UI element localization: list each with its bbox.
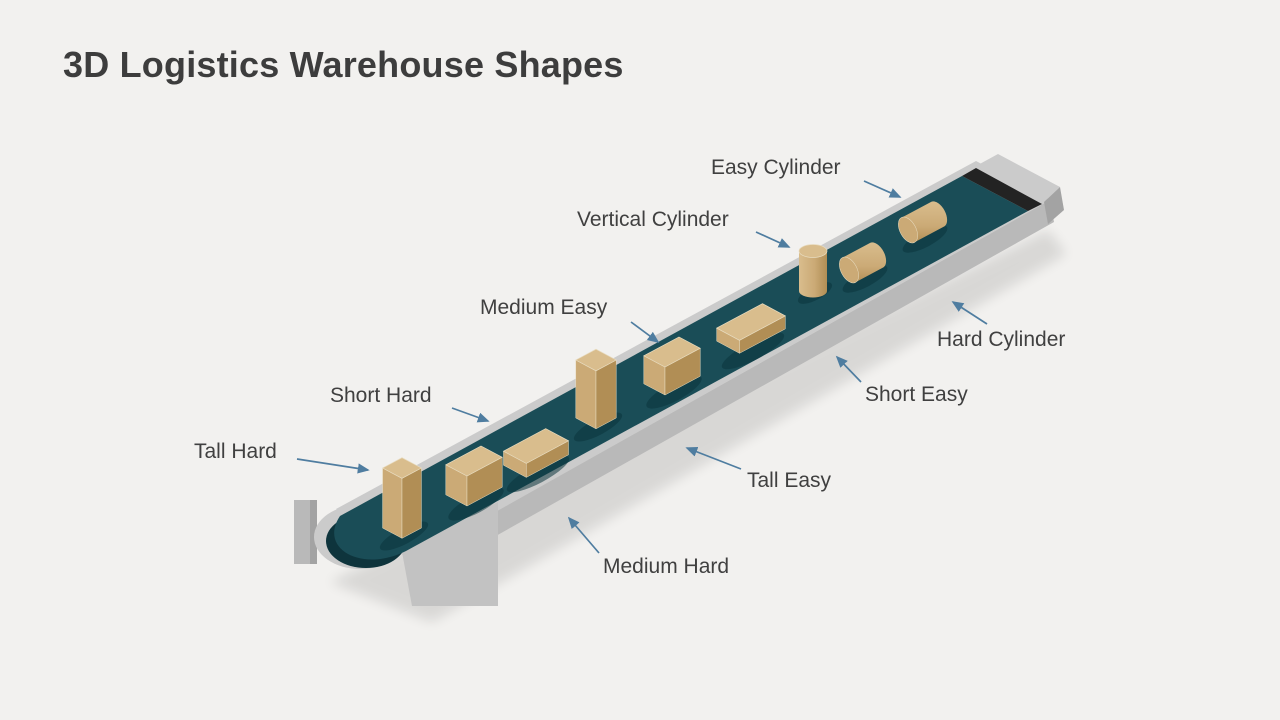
medium-hard-box <box>445 445 503 507</box>
arrow-medium-easy <box>630 321 660 344</box>
tall-hard-box <box>381 457 423 539</box>
arrow-tall-hard <box>296 458 370 474</box>
arrow-tall-easy <box>685 446 742 470</box>
frame-side <box>410 200 1054 582</box>
label-tall-easy: Tall Easy <box>747 469 832 492</box>
easy-cylinder-shape <box>898 201 948 244</box>
slide-title: 3D Logistics Warehouse Shapes <box>63 44 624 85</box>
belt-end-strip <box>962 168 1042 211</box>
short-easy-box <box>715 303 787 354</box>
medium-easy-box <box>643 336 701 396</box>
hard-cylinder-shape <box>839 242 887 284</box>
frame-end-flap <box>976 154 1060 202</box>
label-medium-easy: Medium Easy <box>480 296 608 319</box>
label-short-easy: Short Easy <box>865 383 968 406</box>
label-tall-hard: Tall Hard <box>194 440 277 463</box>
label-easy-cylinder: Easy Cylinder <box>711 156 841 179</box>
label-vertical-cylinder: Vertical Cylinder <box>577 208 729 231</box>
arrow-medium-hard <box>567 516 600 554</box>
tall-easy-box <box>575 348 617 430</box>
label-medium-hard: Medium Hard <box>603 555 730 578</box>
arrow-vertical-cylinder <box>755 231 791 248</box>
arrow-hard-cylinder <box>951 301 988 325</box>
short-hard-box <box>502 428 570 478</box>
vertical-cylinder-shape <box>798 244 828 298</box>
frame-end-face <box>1044 187 1064 224</box>
label-hard-cylinder: Hard Cylinder <box>937 328 1066 351</box>
end-post <box>294 500 317 564</box>
callout-arrows <box>296 180 988 554</box>
frame-leg <box>402 502 498 606</box>
arrow-easy-cylinder <box>863 180 902 198</box>
arrow-short-easy <box>835 355 862 383</box>
label-short-hard: Short Hard <box>330 384 432 407</box>
arrow-short-hard <box>451 407 490 423</box>
